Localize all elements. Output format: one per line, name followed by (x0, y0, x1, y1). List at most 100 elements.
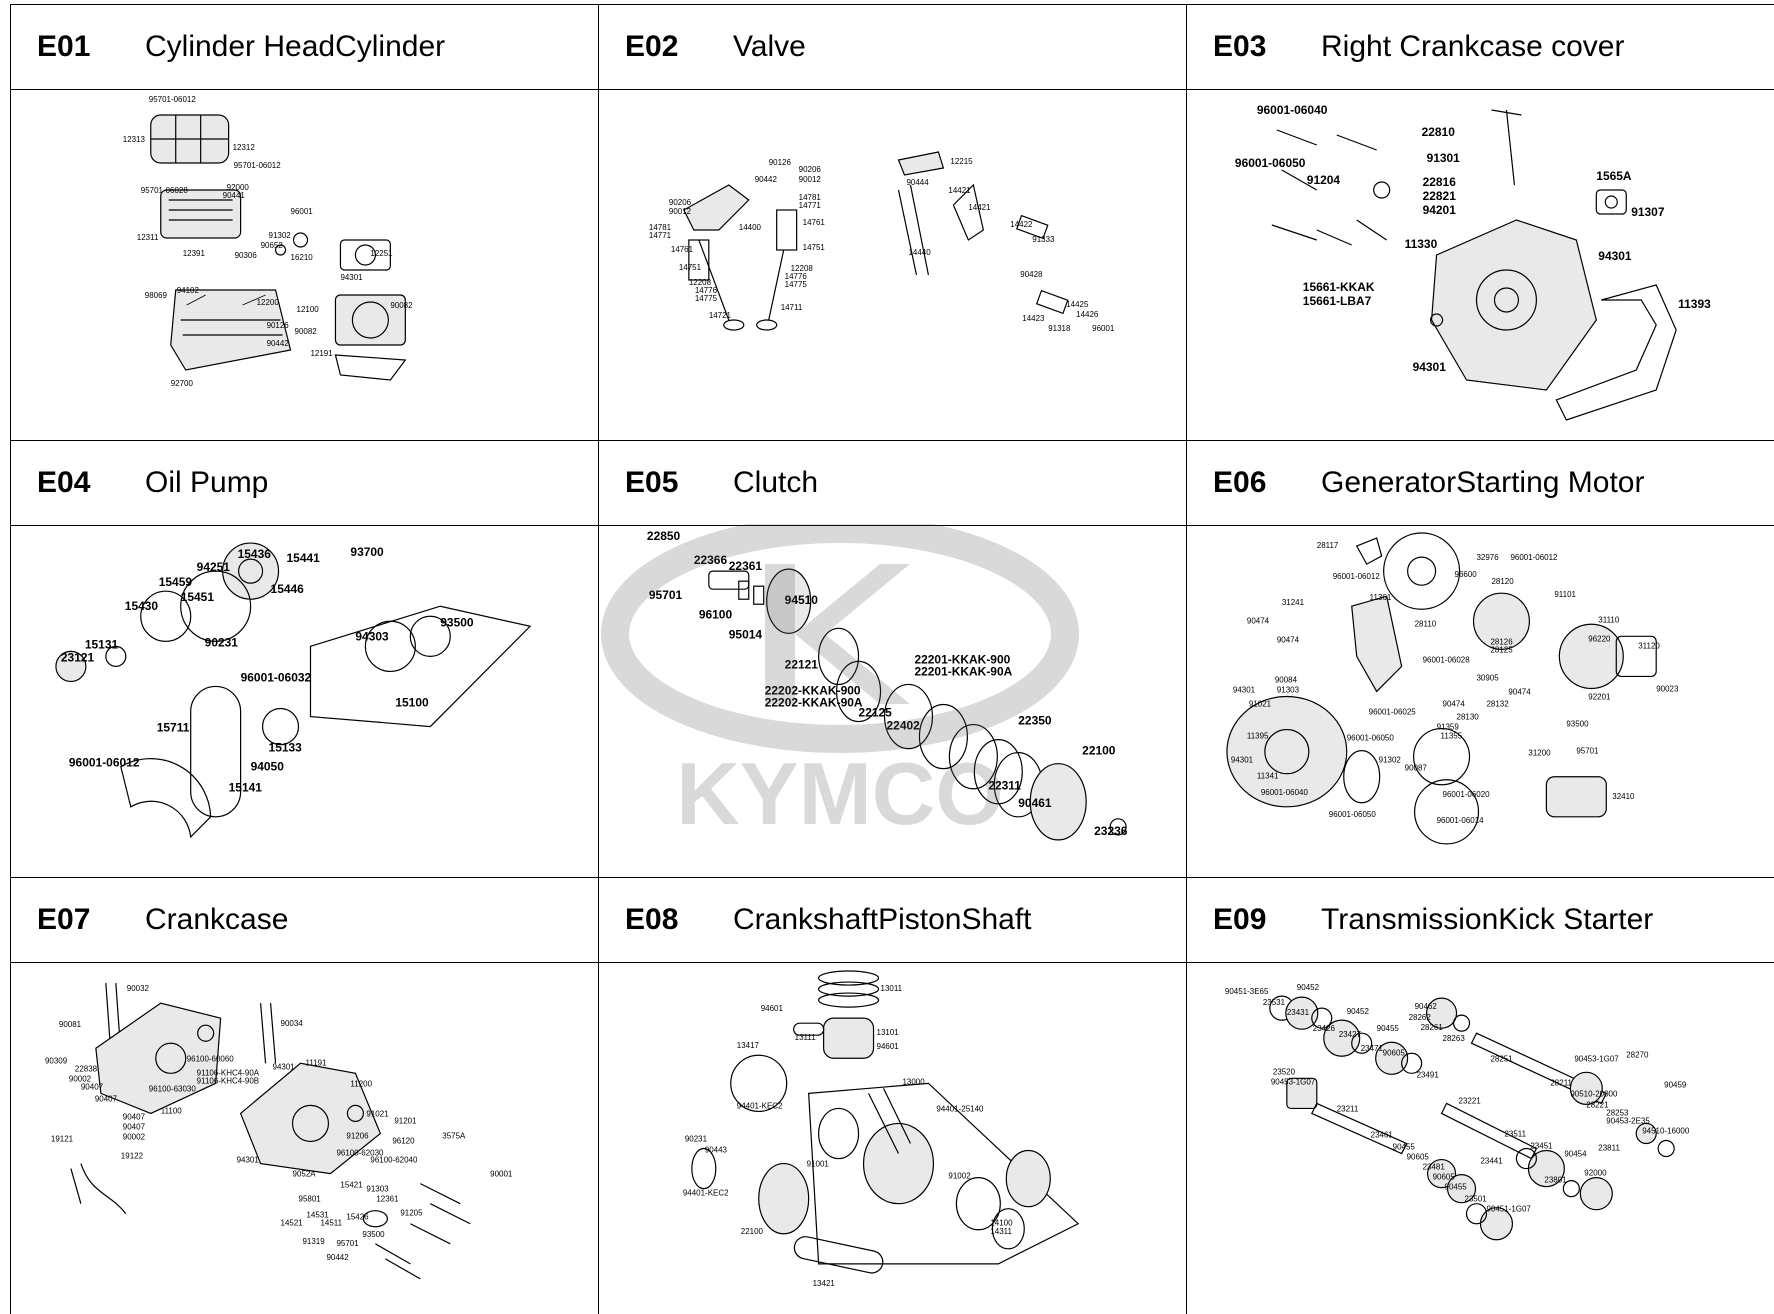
part-label: 96001-06040 (1257, 103, 1328, 117)
right-crankcase-cover-diagram[interactable]: 96001-06040 22810 96001-06050 91301 9120… (1187, 90, 1774, 440)
section-code: E03 (1213, 30, 1267, 63)
section-e06[interactable]: E06 GeneratorStarting Motor (1186, 440, 1774, 877)
section-e01[interactable]: E01 Cylinder HeadCylinder 9 (10, 4, 598, 440)
part-label: 94401-25140 (936, 1104, 984, 1113)
part-label: 90461 (1018, 796, 1052, 810)
left-crankcase-shape (95, 1002, 222, 1115)
cylinder-head-shape (170, 289, 292, 371)
part-label: 96001-06012 (69, 756, 140, 770)
part-label: 28262 (1409, 1013, 1432, 1022)
part-label: 96001-06040 (1261, 788, 1309, 797)
part-label: 90441 (223, 191, 246, 200)
part-label: 15436 (238, 547, 272, 561)
section-e03[interactable]: E03 Right Crankcase cover 96001-06040 22… (1186, 4, 1774, 440)
section-e08[interactable]: E08 CrankshaftPistonShaft (598, 877, 1186, 1314)
part-label: 94301 (273, 1062, 296, 1071)
part-label: 13421 (813, 1279, 836, 1288)
part-label: 91206 (346, 1131, 369, 1140)
part-label: 90652 (261, 241, 284, 250)
part-label: 93500 (440, 615, 474, 629)
part-label: 14751 (679, 263, 702, 272)
part-label: 22202-KKAK-900 (765, 683, 861, 697)
part-label: 90451-3E65 (1225, 987, 1269, 996)
cylinder-head-diagram[interactable]: 95701-06012 12313 12312 95701-06012 9570… (11, 90, 598, 440)
part-label: 90002 (69, 1074, 92, 1083)
part-label: 90459 (1664, 1080, 1687, 1089)
crankshaft-piston-diagram[interactable]: 13011 94601 13101 13111 94601 13417 1300… (599, 963, 1186, 1314)
section-header: E05 Clutch (599, 441, 1186, 526)
part-label: 28126 (1490, 637, 1513, 646)
part-label: 96001 (1092, 324, 1115, 333)
part-label: 90082 (295, 327, 318, 336)
part-label: 23531 (1263, 998, 1286, 1007)
part-label: 90474 (1277, 635, 1300, 644)
section-name: GeneratorStarting Motor (1321, 466, 1645, 499)
part-label: 28270 (1626, 1050, 1649, 1059)
part-label: 15100 (395, 695, 429, 709)
oil-pump-diagram[interactable]: 93700 15436 15441 94251 15459 15446 1545… (11, 526, 598, 877)
part-label: 15131 (85, 637, 119, 651)
part-label: 90306 (235, 251, 258, 260)
part-label: 90474 (1508, 687, 1531, 696)
rocker-arm-shape (683, 184, 750, 231)
section-e04[interactable]: E04 Oil Pump 93700 15436 15441 (10, 440, 598, 877)
part-label: 14771 (799, 201, 822, 210)
part-label: 90012 (799, 175, 822, 184)
part-label: 28110 (1415, 619, 1437, 628)
starter-gear-shape (1383, 532, 1461, 610)
part-label: 14775 (695, 294, 718, 303)
section-code: E07 (37, 903, 91, 936)
part-label: 94510-16000 (1642, 1126, 1690, 1135)
part-label: 14311 (990, 1227, 1012, 1236)
generator-cover-shape (1351, 595, 1403, 693)
part-label: 94102 (177, 286, 200, 295)
part-label: 96001-06020 (1443, 790, 1491, 799)
part-label: 23481 (1423, 1163, 1446, 1172)
left-crankcase-cover-shape (1226, 695, 1348, 808)
part-label: 94050 (251, 760, 285, 774)
part-label: 14781 (649, 223, 672, 232)
part-label: 23511 (1504, 1129, 1526, 1138)
part-label: 96100-62040 (370, 1156, 418, 1165)
part-label: 11330 (1405, 237, 1438, 251)
part-label: 90407 (81, 1082, 104, 1091)
part-label: 13011 (881, 984, 903, 993)
part-label: 13000 (902, 1077, 925, 1086)
generator-starting-motor-diagram[interactable]: 28117 32976 96001-06012 96001-06012 9660… (1187, 526, 1774, 877)
crankcase-diagram[interactable]: 90032 90081 90034 90309 96100-60060 2283… (11, 963, 598, 1314)
piston-shape (823, 1017, 875, 1059)
section-e02[interactable]: E02 Valve 90126 90206 90012 90 (598, 4, 1186, 440)
part-label: 11100 (161, 1106, 183, 1115)
cylinder-block-shape (334, 294, 406, 346)
part-label: 14761 (671, 245, 694, 254)
section-name: Cylinder HeadCylinder (145, 30, 446, 63)
transmission-kick-starter-diagram[interactable]: 90451-3E65 90452 23531 23431 90452 90462… (1187, 963, 1774, 1314)
part-label: 91359 (1437, 723, 1460, 732)
part-label: 96120 (392, 1136, 415, 1145)
section-e05[interactable]: E05 Clutch 22850 (598, 440, 1186, 877)
rocker-plate-shape (897, 151, 945, 176)
part-label: 90452 (1297, 983, 1320, 992)
part-label: 94301 (237, 1156, 260, 1165)
part-label: 14440 (908, 248, 931, 257)
part-label: 91301 (1427, 151, 1461, 165)
clutch-diagram[interactable]: 22850 22366 22361 95701 94510 96100 9501… (599, 526, 1186, 877)
part-label: 90206 (669, 198, 692, 207)
part-label: 90452 (1347, 1007, 1370, 1016)
part-label: 23121 (61, 650, 95, 664)
part-label: 14761 (803, 218, 826, 227)
part-label: 91204 (1307, 173, 1341, 187)
part-label: 90605 (1383, 1048, 1406, 1057)
part-label: 32976 (1477, 553, 1500, 562)
valve-diagram[interactable]: 90126 90206 90012 90442 90206 90012 1478… (599, 90, 1186, 440)
part-label: 12191 (310, 349, 333, 358)
part-label: 19122 (121, 1152, 144, 1161)
part-label: 22125 (859, 706, 893, 720)
section-e07[interactable]: E07 Crankcase 90032 90081 (10, 877, 598, 1314)
part-label: 23471 (1361, 1044, 1384, 1053)
part-label: 96001 (291, 207, 314, 216)
part-label: 12313 (123, 135, 146, 144)
section-e09[interactable]: E09 TransmissionKick Starter (1186, 877, 1774, 1314)
part-label: 13101 (877, 1028, 900, 1037)
part-label: 14425 (1066, 300, 1089, 309)
